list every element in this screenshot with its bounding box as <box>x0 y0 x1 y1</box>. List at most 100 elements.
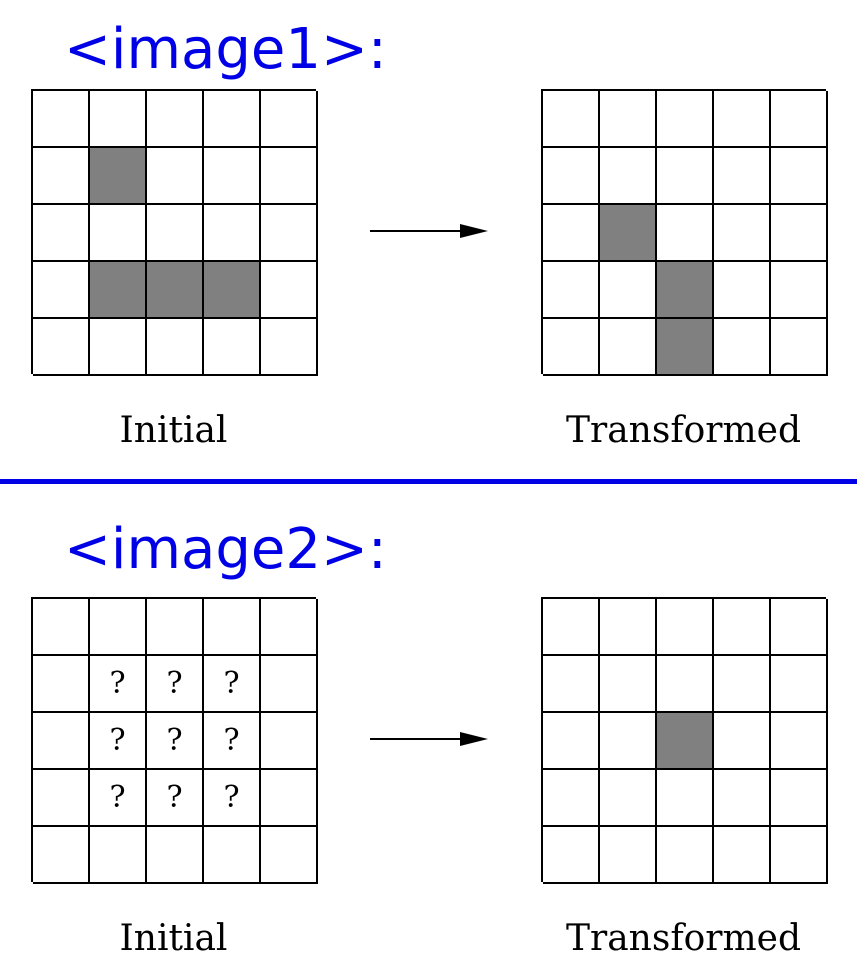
empty-cell <box>261 205 318 262</box>
panel-2-title: <image2>: <box>64 517 387 582</box>
empty-cell <box>147 148 204 205</box>
filled-cell <box>600 205 657 262</box>
empty-cell <box>657 599 714 656</box>
empty-cell <box>600 262 657 319</box>
panel-1-arrow-icon <box>370 224 488 238</box>
panel-2-transformed-grid <box>541 597 828 884</box>
empty-cell <box>33 262 90 319</box>
panel-1-initial-grid <box>31 89 318 376</box>
empty-cell <box>33 319 90 376</box>
unknown-cell: ? <box>204 656 261 713</box>
empty-cell <box>771 827 828 884</box>
empty-cell <box>714 599 771 656</box>
panel-2-initial-caption: Initial <box>119 918 228 959</box>
empty-cell <box>543 319 600 376</box>
panel-2-transformed-caption: Transformed <box>565 918 802 959</box>
empty-cell <box>600 319 657 376</box>
empty-cell <box>543 148 600 205</box>
empty-cell <box>714 91 771 148</box>
empty-cell <box>33 827 90 884</box>
empty-cell <box>600 827 657 884</box>
empty-cell <box>261 262 318 319</box>
empty-cell <box>33 770 90 827</box>
panel-1-transformed-caption: Transformed <box>565 410 802 451</box>
panel-2-arrow-icon <box>370 732 488 746</box>
empty-cell <box>714 713 771 770</box>
filled-cell <box>204 262 261 319</box>
empty-cell <box>714 656 771 713</box>
empty-cell <box>204 319 261 376</box>
empty-cell <box>771 713 828 770</box>
empty-cell <box>204 148 261 205</box>
empty-cell <box>261 827 318 884</box>
empty-cell <box>147 599 204 656</box>
empty-cell <box>261 713 318 770</box>
empty-cell <box>600 656 657 713</box>
empty-cell <box>261 148 318 205</box>
empty-cell <box>33 205 90 262</box>
unknown-cell: ? <box>147 770 204 827</box>
empty-cell <box>33 91 90 148</box>
filled-cell <box>657 319 714 376</box>
unknown-cell: ? <box>204 713 261 770</box>
empty-cell <box>771 148 828 205</box>
empty-cell <box>657 148 714 205</box>
empty-cell <box>771 205 828 262</box>
empty-cell <box>33 599 90 656</box>
empty-cell <box>657 770 714 827</box>
unknown-cell: ? <box>204 770 261 827</box>
empty-cell <box>657 827 714 884</box>
empty-cell <box>90 91 147 148</box>
empty-cell <box>147 319 204 376</box>
empty-cell <box>714 319 771 376</box>
empty-cell <box>543 262 600 319</box>
empty-cell <box>204 827 261 884</box>
filled-cell <box>147 262 204 319</box>
empty-cell <box>771 319 828 376</box>
unknown-cell: ? <box>90 713 147 770</box>
filled-cell <box>657 262 714 319</box>
empty-cell <box>543 205 600 262</box>
empty-cell <box>714 262 771 319</box>
empty-cell <box>33 713 90 770</box>
unknown-cell: ? <box>147 656 204 713</box>
unknown-cell: ? <box>90 770 147 827</box>
empty-cell <box>543 599 600 656</box>
empty-cell <box>714 205 771 262</box>
empty-cell <box>771 91 828 148</box>
empty-cell <box>657 205 714 262</box>
empty-cell <box>543 770 600 827</box>
empty-cell <box>543 91 600 148</box>
empty-cell <box>33 656 90 713</box>
empty-cell <box>600 599 657 656</box>
panel-1-title: <image1>: <box>64 17 387 82</box>
empty-cell <box>204 91 261 148</box>
empty-cell <box>147 91 204 148</box>
empty-cell <box>90 599 147 656</box>
empty-cell <box>90 319 147 376</box>
filled-cell <box>90 148 147 205</box>
panel-1-initial-caption: Initial <box>119 410 228 451</box>
empty-cell <box>90 827 147 884</box>
empty-cell <box>261 319 318 376</box>
panel-divider <box>0 479 857 484</box>
empty-cell <box>771 262 828 319</box>
empty-cell <box>147 205 204 262</box>
empty-cell <box>543 656 600 713</box>
empty-cell <box>714 827 771 884</box>
empty-cell <box>261 599 318 656</box>
filled-cell <box>90 262 147 319</box>
empty-cell <box>261 656 318 713</box>
empty-cell <box>90 205 147 262</box>
empty-cell <box>147 827 204 884</box>
unknown-cell: ? <box>147 713 204 770</box>
empty-cell <box>771 770 828 827</box>
empty-cell <box>261 91 318 148</box>
empty-cell <box>204 205 261 262</box>
filled-cell <box>657 713 714 770</box>
panel-1-transformed-grid <box>541 89 828 376</box>
empty-cell <box>600 770 657 827</box>
empty-cell <box>657 91 714 148</box>
empty-cell <box>33 148 90 205</box>
empty-cell <box>714 770 771 827</box>
